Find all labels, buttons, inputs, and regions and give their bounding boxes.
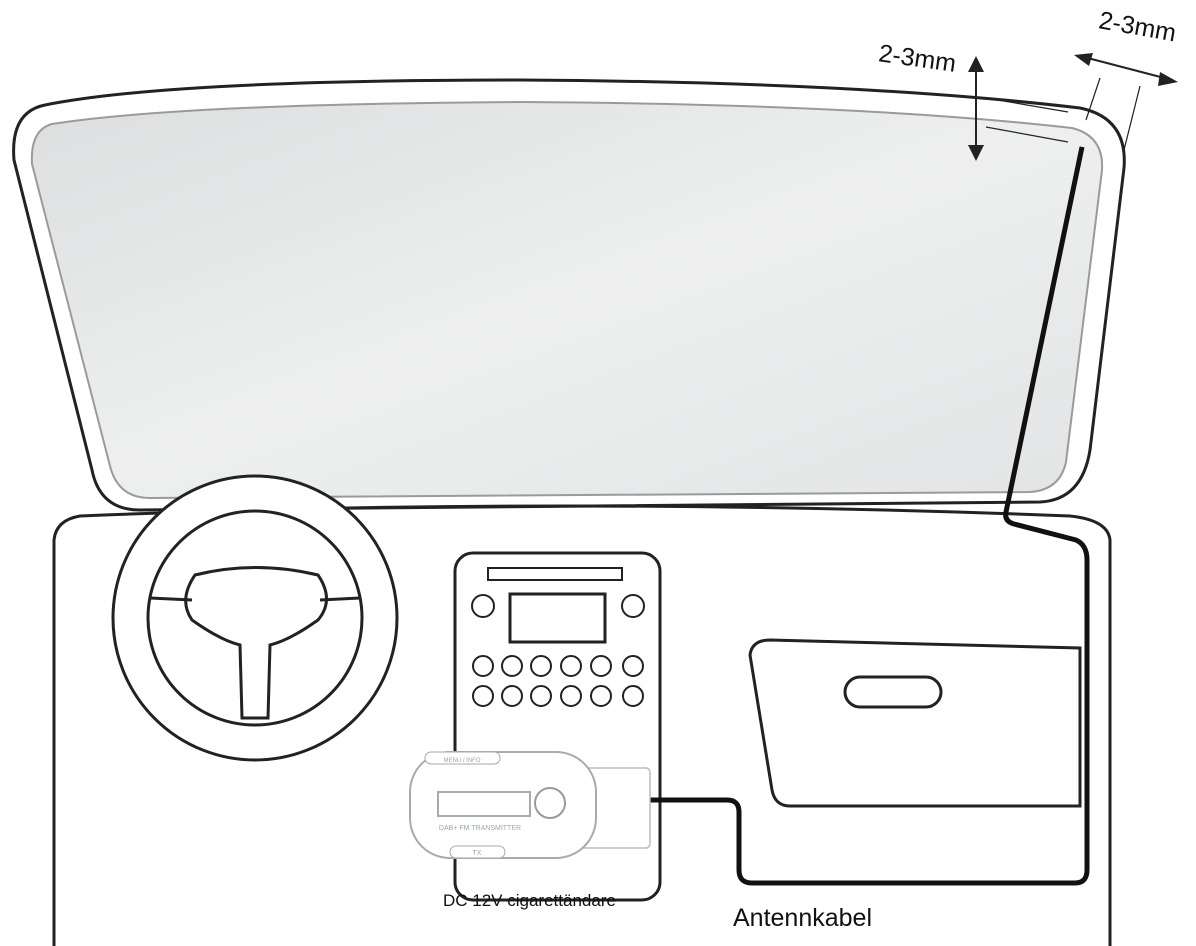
radio-button bbox=[472, 655, 494, 677]
steering-wheel bbox=[111, 474, 399, 762]
device-tx-label: TX bbox=[473, 850, 482, 857]
radio-buttons bbox=[472, 655, 644, 707]
radio-button bbox=[501, 685, 523, 707]
device-name-label: DAB+ FM TRANSMITTER bbox=[439, 825, 521, 832]
radio-knob-left bbox=[471, 594, 495, 618]
radio-button bbox=[530, 685, 552, 707]
gap-side-marker bbox=[1074, 53, 1178, 151]
device-knob bbox=[534, 787, 566, 819]
gap-top-marker bbox=[968, 56, 1069, 161]
dashboard-outline bbox=[52, 504, 1112, 946]
dashboard bbox=[52, 504, 1112, 946]
windshield-glass bbox=[30, 100, 1104, 500]
radio-button bbox=[501, 655, 523, 677]
gap-side-label: 2-3mm bbox=[1097, 6, 1178, 47]
windshield bbox=[12, 78, 1126, 512]
radio-button bbox=[590, 655, 612, 677]
gap-top-label: 2-3mm bbox=[877, 39, 958, 78]
glovebox bbox=[748, 638, 1082, 808]
radio-button bbox=[530, 655, 552, 677]
radio-display bbox=[508, 592, 607, 644]
radio-knob-right bbox=[621, 594, 645, 618]
radio-button bbox=[590, 685, 612, 707]
radio-button bbox=[472, 685, 494, 707]
radio-button bbox=[560, 685, 582, 707]
radio-button bbox=[622, 655, 644, 677]
radio-button bbox=[622, 685, 644, 707]
charger-label: DC 12V cigarettändare bbox=[443, 891, 616, 910]
antenna-strip bbox=[1074, 146, 1084, 176]
radio-button bbox=[560, 655, 582, 677]
antenna-cable bbox=[598, 146, 1090, 886]
cd-slot bbox=[487, 567, 623, 581]
cable-label: Antennkabel bbox=[733, 904, 872, 932]
glovebox-handle bbox=[843, 675, 943, 709]
steering-hub bbox=[184, 566, 328, 720]
device-menu-label: MENU / INFO bbox=[444, 758, 481, 764]
fm-transmitter: MENU / INFO DAB+ FM TRANSMITTER TX bbox=[409, 751, 651, 859]
device-screen bbox=[437, 791, 531, 817]
